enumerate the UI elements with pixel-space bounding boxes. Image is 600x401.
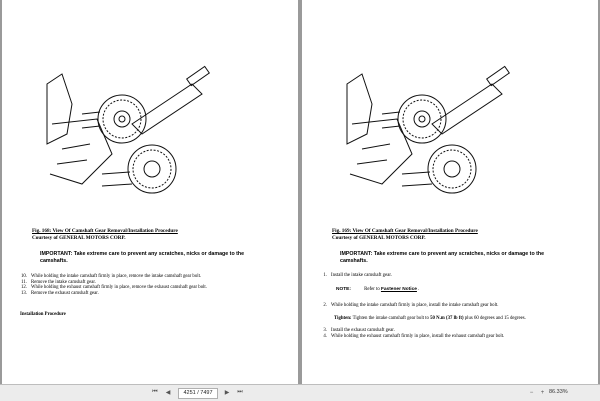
document-page-left: Fig. 168: View Of Camshaft Gear Removal/… <box>2 0 298 384</box>
status-bar: ⏮ ◀ 4251 / 7497 ▶ ⏭ − + 86.33% <box>0 384 600 401</box>
important-notice: IMPORTANT: Take extreme care to prevent … <box>340 251 545 264</box>
list-item: 13.Remove the exhaust camshaft gear. <box>21 290 99 296</box>
figure-courtesy: Courtesy of GENERAL MOTORS CORP. <box>32 235 126 241</box>
zoom-level[interactable]: 86.33% <box>549 389 568 395</box>
list-item: 3.Install the exhaust camshaft gear. <box>323 328 395 333</box>
list-item: 11.Remove the intake camshaft gear. <box>21 279 96 285</box>
first-page-icon[interactable]: ⏮ <box>152 389 158 395</box>
document-page-right: Fig. 169: View Of Camshaft Gear Removal/… <box>302 0 598 384</box>
camshaft-gear-figure <box>42 64 212 204</box>
next-page-icon[interactable]: ▶ <box>224 390 230 396</box>
figure-caption: Fig. 169: View Of Camshaft Gear Removal/… <box>332 228 478 234</box>
page-number-input[interactable]: 4251 / 7497 <box>178 388 218 399</box>
tighten-spec: Tighten: Tighten the intake camshaft gea… <box>334 316 526 321</box>
zoom-out-icon[interactable]: − <box>529 389 534 396</box>
list-item: 12.While holding the exhaust camshaft fi… <box>21 285 207 291</box>
zoom-in-icon[interactable]: + <box>540 389 545 396</box>
important-notice: IMPORTANT: Take extreme care to prevent … <box>40 251 245 264</box>
prev-page-icon[interactable]: ◀ <box>165 390 171 396</box>
list-item: 2.While holding the intake camshaft firm… <box>323 303 499 308</box>
fastener-notice-link[interactable]: Fastener Notice <box>380 287 417 292</box>
list-item: 4.While holding the exhaust camshaft fir… <box>323 333 505 339</box>
list-item: 10.While holding the intake camshaft fir… <box>21 274 202 279</box>
camshaft-gear-figure <box>342 64 512 204</box>
section-heading: Installation Procedure <box>20 312 66 317</box>
figure-courtesy: Courtesy of GENERAL MOTORS CORP. <box>332 235 426 241</box>
install-steps-b: 2.While holding the intake camshaft firm… <box>316 303 592 309</box>
figure-caption: Fig. 168: View Of Camshaft Gear Removal/… <box>32 228 178 234</box>
note: NOTE: Refer to Fastener Notice . <box>336 287 420 292</box>
last-page-icon[interactable]: ⏭ <box>237 389 243 395</box>
install-steps-a: 1.Install the intake camshaft gear. <box>316 273 592 279</box>
install-steps-c: 3.Install the exhaust camshaft gear. 4.W… <box>316 328 592 339</box>
list-item: 1.Install the intake camshaft gear. <box>323 273 392 278</box>
removal-steps: 10.While holding the intake camshaft fir… <box>16 274 292 296</box>
